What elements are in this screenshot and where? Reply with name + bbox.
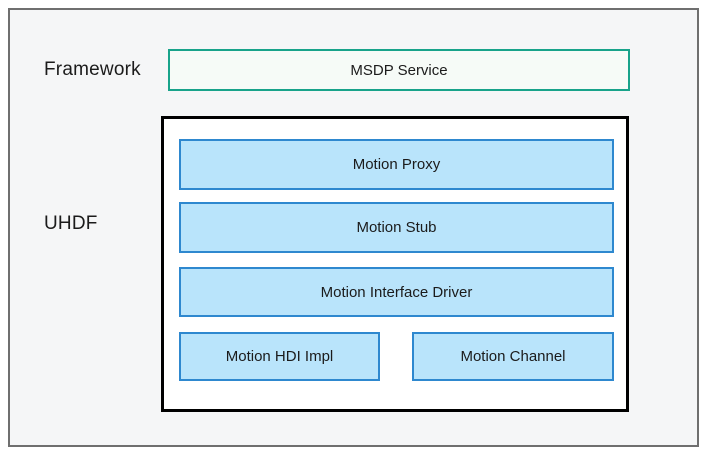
- uhdf-container: Motion Proxy Motion Stub Motion Interfac…: [161, 116, 629, 412]
- motion-stub-label: Motion Stub: [356, 219, 437, 236]
- msdp-service-label: MSDP Service: [350, 61, 448, 79]
- motion-hdi-impl-label: Motion HDI Impl: [225, 348, 334, 365]
- diagram-frame: Framework MSDP Service UHDF Motion Proxy…: [8, 8, 699, 447]
- motion-proxy-box: Motion Proxy: [179, 139, 614, 190]
- motion-channel-label: Motion Channel: [460, 348, 566, 365]
- motion-interface-driver-box: Motion Interface Driver: [179, 267, 614, 317]
- motion-hdi-impl-box: Motion HDI Impl: [179, 332, 380, 381]
- motion-proxy-label: Motion Proxy: [352, 156, 441, 173]
- framework-layer-label: Framework: [44, 59, 141, 80]
- motion-channel-box: Motion Channel: [412, 332, 614, 381]
- motion-interface-driver-label: Motion Interface Driver: [320, 283, 473, 301]
- uhdf-layer-label: UHDF: [44, 213, 98, 234]
- motion-stub-box: Motion Stub: [179, 202, 614, 253]
- msdp-service-box: MSDP Service: [168, 49, 630, 91]
